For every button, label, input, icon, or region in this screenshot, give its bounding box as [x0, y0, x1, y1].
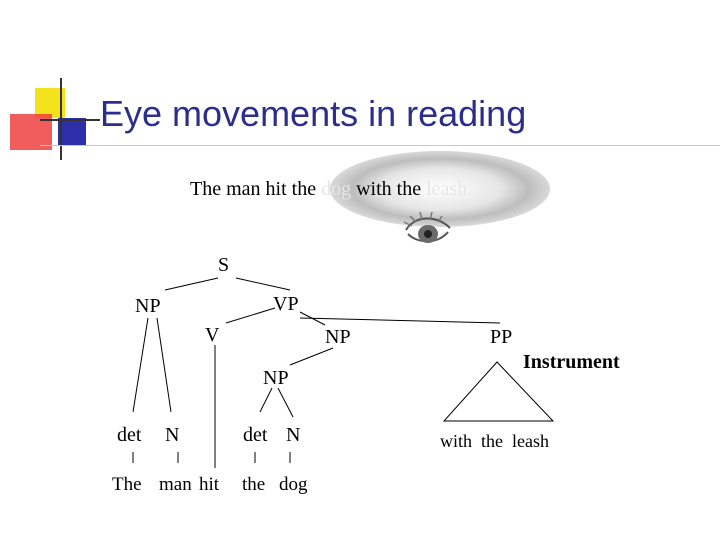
blue-square	[58, 118, 86, 146]
sentence-faded-word-1: dog	[321, 178, 352, 200]
gaze-ellipse	[330, 151, 550, 227]
sentence-line: The man hit the dog with the leash.	[190, 179, 472, 199]
instrument-label: Instrument	[523, 351, 620, 373]
node-det-1: det	[117, 424, 142, 446]
node-np-subject: NP	[135, 295, 161, 317]
leaf-dog: dog	[279, 474, 308, 495]
sentence-visible-part: The man hit the	[190, 178, 317, 200]
leaf-man: man	[159, 474, 192, 495]
node-vp: VP	[273, 293, 299, 315]
sentence-middle: with the	[356, 178, 422, 200]
node-n-1: N	[165, 424, 180, 446]
leaf-the: The	[112, 474, 142, 495]
title-rule	[40, 145, 720, 146]
pp-phrase: with the leash	[440, 431, 549, 451]
slide-title: Eye movements in reading	[100, 93, 527, 134]
sentence-end: .	[467, 178, 473, 200]
node-s: S	[218, 254, 230, 276]
node-v: V	[205, 324, 220, 346]
node-pp: PP	[490, 326, 513, 348]
node-np-object: NP	[325, 326, 351, 348]
node-np-inner: NP	[263, 367, 289, 389]
leaf-hit: hit	[199, 474, 220, 495]
tree-lines	[132, 277, 555, 468]
short-horizontal-bar	[40, 119, 100, 121]
sentence-faded-word-2: leash	[426, 178, 468, 200]
node-det-2: det	[243, 424, 268, 446]
leaf-the-2: the	[242, 474, 266, 495]
eye-icon	[403, 211, 451, 243]
node-n-2: N	[286, 424, 301, 446]
